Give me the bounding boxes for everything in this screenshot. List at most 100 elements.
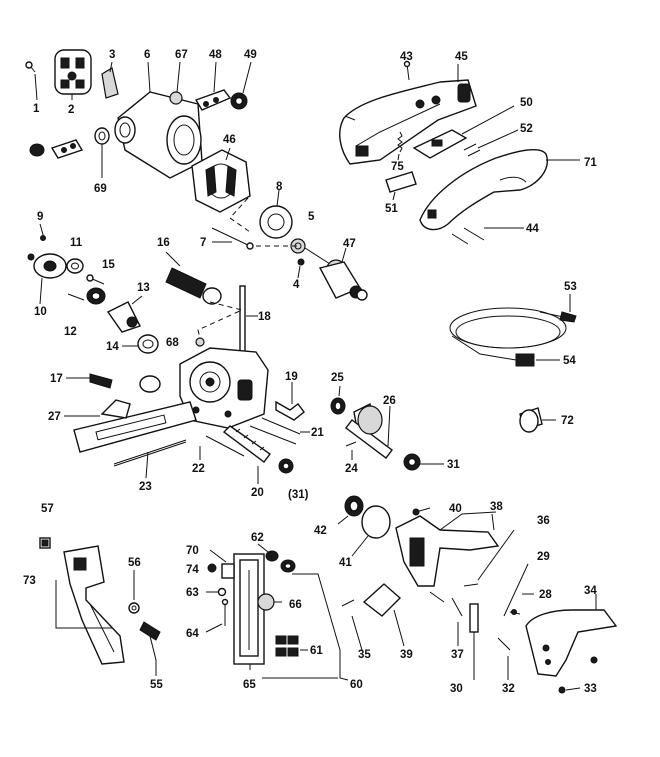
bushing-part-69 <box>94 127 110 178</box>
lever-part-55 <box>139 621 161 676</box>
blade-part-23 <box>113 439 187 479</box>
callout-52: 52 <box>520 123 533 135</box>
gear-part-31-ref <box>278 458 294 474</box>
callout-5: 5 <box>308 211 315 223</box>
callout-73: 73 <box>23 575 36 587</box>
callout-24: 24 <box>345 463 358 475</box>
callout-6: 6 <box>144 49 150 61</box>
callout-44: 44 <box>526 223 539 235</box>
callout-63: 63 <box>186 587 199 599</box>
screw-part-35 <box>341 599 363 651</box>
guide-bracket-part-65 <box>233 553 265 670</box>
knob-part-66 <box>257 593 282 611</box>
callout-35: 35 <box>358 649 371 661</box>
screw-part-33 <box>558 656 598 694</box>
callout-51: 51 <box>385 203 398 215</box>
callout-50: 50 <box>520 97 533 109</box>
callout-66: 66 <box>289 599 302 611</box>
bearing-part-25 <box>330 385 346 415</box>
callout-31-ref: (31) <box>288 489 309 501</box>
callout-15: 15 <box>102 259 115 271</box>
screw-part-67 <box>169 61 183 105</box>
leader-part-60 <box>262 573 349 681</box>
cable-clamp-part-51 <box>385 171 417 201</box>
callout-10: 10 <box>34 306 47 318</box>
callout-23: 23 <box>139 481 152 493</box>
callout-49: 49 <box>244 49 257 61</box>
screw-part-63 <box>206 587 227 597</box>
brush-holder-part-2 <box>54 49 92 100</box>
callout-31: 31 <box>447 459 460 471</box>
screw-part-22 <box>199 435 245 460</box>
callout-67: 67 <box>175 49 188 61</box>
bracket-part-39 <box>362 583 405 647</box>
top-cover-part-45 <box>339 64 477 165</box>
callout-38: 38 <box>490 501 503 513</box>
callout-1: 1 <box>33 103 40 115</box>
callout-28: 28 <box>539 589 552 601</box>
side-cover-part-34 <box>525 594 618 677</box>
callout-17: 17 <box>50 373 63 385</box>
callout-12: 12 <box>64 326 77 338</box>
guard-part-38 <box>395 511 500 587</box>
block-part-70 <box>209 549 235 579</box>
plate-part-3 <box>101 61 119 99</box>
clip-part-57 <box>39 537 51 549</box>
callout-69: 69 <box>94 183 107 195</box>
washer-part-41 <box>351 505 391 557</box>
screw-part-32 <box>497 637 511 680</box>
callout-3: 3 <box>109 49 115 61</box>
alignment-guides <box>197 197 298 339</box>
washer-part-11 <box>66 258 84 274</box>
callout-19: 19 <box>285 371 298 383</box>
callout-9: 9 <box>37 211 43 223</box>
callout-27: 27 <box>48 411 61 423</box>
callout-68: 68 <box>166 337 179 349</box>
callout-62: 62 <box>251 532 264 544</box>
callout-2: 2 <box>68 104 74 116</box>
sleeve-part-72 <box>519 407 556 433</box>
callout-7: 7 <box>200 237 206 249</box>
callout-26: 26 <box>383 395 396 407</box>
callout-30: 30 <box>450 683 463 695</box>
handle-part-71 <box>419 148 580 231</box>
part-4 <box>297 258 305 279</box>
callout-40: 40 <box>449 503 462 515</box>
callout-45: 45 <box>455 51 468 63</box>
callout-4: 4 <box>293 279 300 291</box>
callout-20: 20 <box>251 487 264 499</box>
motor-housing-part-6 <box>114 61 203 179</box>
callout-74: 74 <box>186 564 199 576</box>
callout-71: 71 <box>584 157 597 169</box>
cap-part-49 <box>230 61 252 110</box>
washer-part-56 <box>128 570 140 614</box>
grip-part-16 <box>165 251 222 305</box>
screw-part-1 <box>25 61 38 101</box>
contacts-part-52 <box>463 129 519 157</box>
callout-60: 60 <box>350 679 363 691</box>
switch-part-48 <box>194 61 232 111</box>
screw-part-43 <box>403 60 411 81</box>
fitting-part-62 <box>257 543 296 573</box>
bearing-part-5 <box>290 238 306 254</box>
nut-part-14 <box>122 334 159 354</box>
callout-21: 21 <box>311 427 324 439</box>
screw-part-37 <box>429 591 463 646</box>
washer-part-8 <box>259 189 293 239</box>
bolt-part-15 <box>86 274 105 285</box>
callout-34: 34 <box>584 585 597 597</box>
screws-part-21 <box>249 417 310 445</box>
gear-shaft-part-26 <box>345 402 393 459</box>
cap-pair-left <box>29 139 84 159</box>
callout-48: 48 <box>209 49 222 61</box>
part-68 <box>195 337 205 347</box>
switch-block-part-50 <box>412 105 515 159</box>
callout-36: 36 <box>537 515 550 527</box>
callout-41: 41 <box>339 557 352 569</box>
callout-72: 72 <box>561 415 574 427</box>
callout-42: 42 <box>314 525 327 537</box>
saw-bed-part-27 <box>64 399 197 453</box>
nut-part-74 <box>207 563 217 573</box>
clamps-part-61 <box>275 635 308 657</box>
